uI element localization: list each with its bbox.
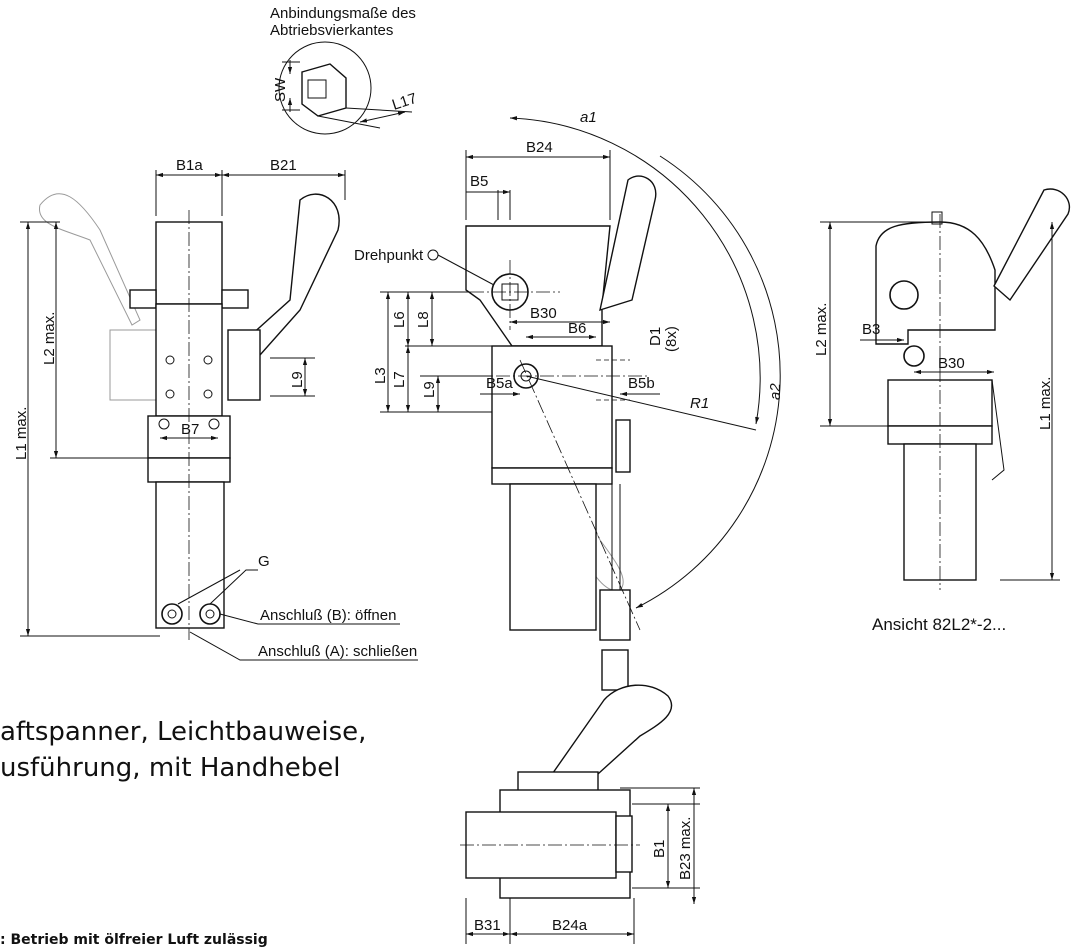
dim-l17: L17 bbox=[390, 90, 419, 114]
top-view: B1 B23 max. B31 B24a bbox=[460, 684, 700, 944]
right-view: L2 max. L1 max. B3 B30 Ansicht 82L2*-2..… bbox=[813, 188, 1071, 634]
dim-b7: B7 bbox=[181, 421, 199, 438]
dim-sw: SW bbox=[272, 77, 289, 102]
square-drive-caption-line1: Anbindungsmaße des bbox=[270, 5, 416, 22]
dim-l8: L8 bbox=[415, 311, 432, 328]
footnote: : Betrieb mit ölfreier Luft zulässig bbox=[0, 932, 268, 948]
dim-a2: a2 bbox=[767, 383, 784, 400]
square-drive-caption-line2: Abtriebsvierkantes bbox=[270, 22, 393, 39]
dim-l3: L3 bbox=[372, 367, 389, 384]
dim-b3: B3 bbox=[862, 321, 880, 338]
dim-d1: D1 bbox=[647, 327, 664, 346]
dim-l6: L6 bbox=[391, 311, 408, 328]
dim-b31: B31 bbox=[474, 917, 501, 934]
title-line-2: usführung, mit Handhebel bbox=[0, 753, 341, 783]
dim-b1a: B1a bbox=[176, 157, 203, 174]
side-view: a1 a2 R1 B24 B5 B30 B6 B5a B5b D1 (8x) L… bbox=[354, 109, 784, 691]
thread-g-label: G bbox=[258, 553, 270, 570]
dim-b30: B30 bbox=[530, 305, 557, 322]
dim-b24a: B24a bbox=[552, 917, 588, 934]
dim-l9-side: L9 bbox=[421, 381, 438, 398]
dim-b1: B1 bbox=[651, 840, 668, 858]
dim-a1: a1 bbox=[580, 109, 597, 126]
dim-r1: R1 bbox=[690, 395, 709, 412]
dim-b30-right: B30 bbox=[938, 355, 965, 372]
dim-l2: L2 max. bbox=[41, 312, 58, 365]
dim-l1-right: L1 max. bbox=[1037, 377, 1054, 430]
dim-l9: L9 bbox=[289, 371, 306, 388]
title-line-1: aftspanner, Leichtbauweise, bbox=[0, 717, 367, 747]
front-view: B1a B21 B7 L1 max. L2 max. L9 G Anschluß… bbox=[13, 157, 418, 661]
dim-l1: L1 max. bbox=[13, 407, 30, 460]
square-drive-detail: SW L17 Anbindungsmaße des Abtriebsvierka… bbox=[270, 5, 419, 135]
dim-b24: B24 bbox=[526, 139, 553, 156]
view-label: Ansicht 82L2*-2... bbox=[872, 615, 1006, 634]
dim-l7: L7 bbox=[391, 371, 408, 388]
dim-b6: B6 bbox=[568, 320, 586, 337]
port-b-label: Anschluß (B): öffnen bbox=[260, 607, 396, 624]
pivot-label: Drehpunkt bbox=[354, 247, 424, 264]
port-a-label: Anschluß (A): schließen bbox=[258, 643, 417, 660]
dim-b5a: B5a bbox=[486, 375, 513, 392]
dim-b21: B21 bbox=[270, 157, 297, 174]
dim-b23: B23 max. bbox=[677, 817, 694, 880]
dim-d1-count: (8x) bbox=[663, 326, 680, 352]
dim-b5: B5 bbox=[470, 173, 488, 190]
product-title: aftspanner, Leichtbauweise, usführung, m… bbox=[0, 714, 366, 786]
dim-b5b: B5b bbox=[628, 375, 655, 392]
dim-l2-right: L2 max. bbox=[813, 303, 830, 356]
